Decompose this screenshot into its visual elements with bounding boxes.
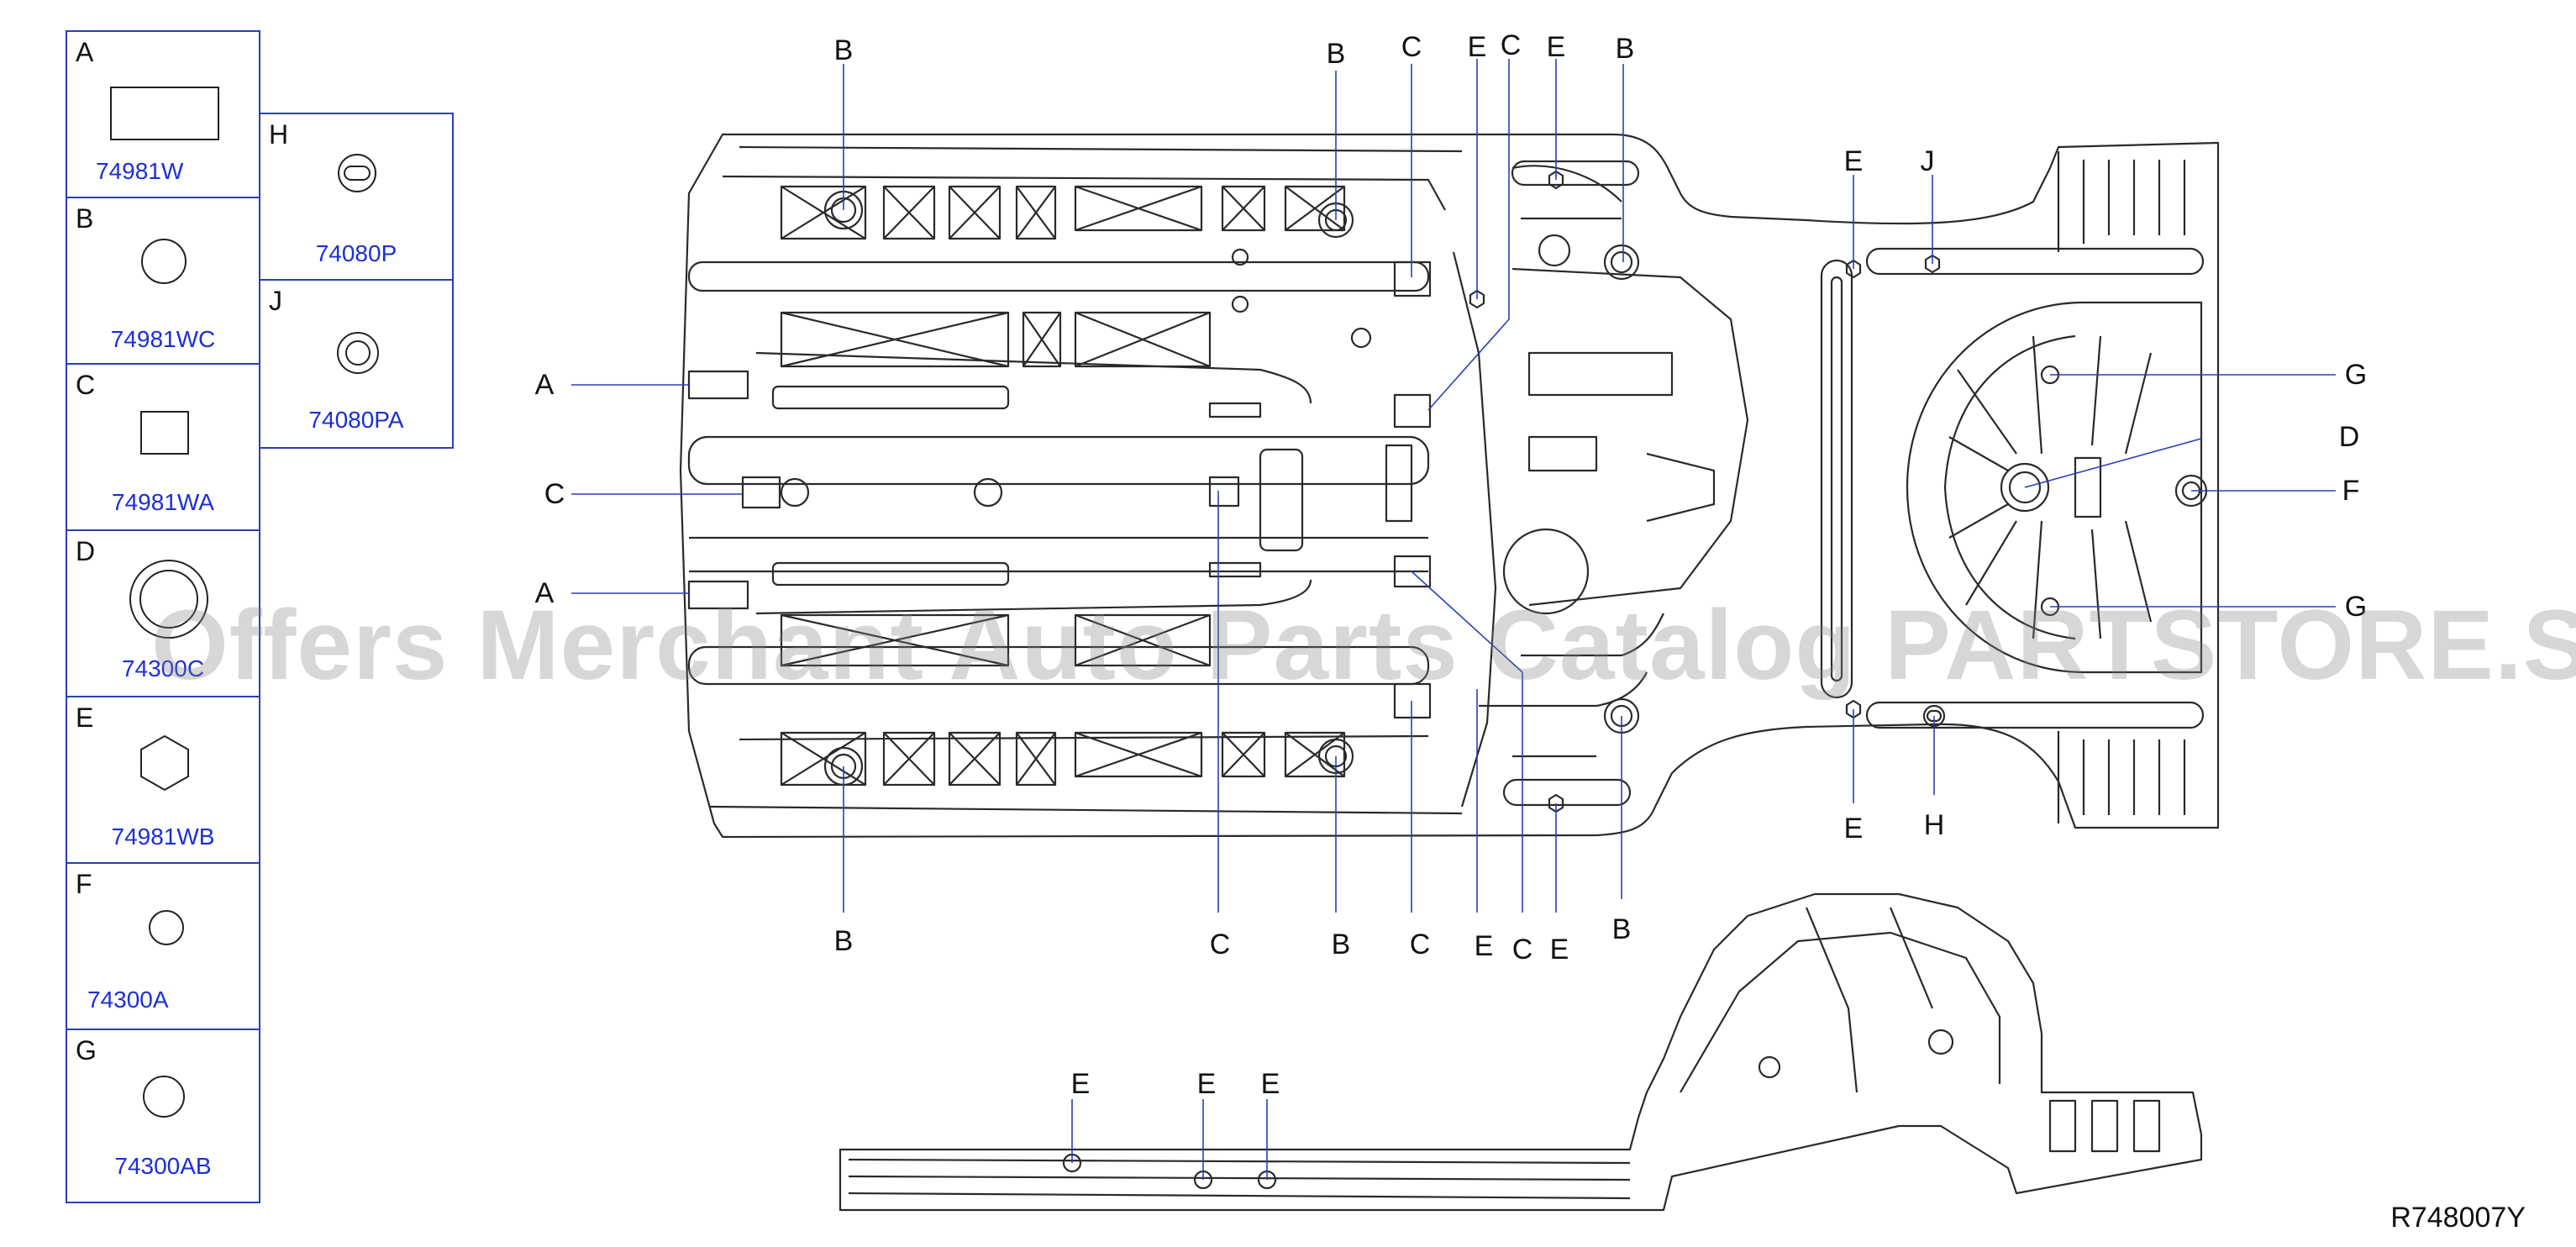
leader-lines: [571, 59, 2336, 1180]
legend-cell-f: F 74300A: [66, 862, 260, 1030]
circle-plug-icon: [141, 239, 187, 284]
callout-label: C: [1500, 29, 1522, 61]
legend-letter: C: [76, 370, 96, 400]
legend-part-number: 74981WC: [110, 326, 216, 352]
diagram-reference-code: R748007Y: [2390, 1202, 2526, 1234]
callout-label: B: [1326, 38, 1346, 70]
callout-label: H: [1923, 809, 1945, 841]
callout-label: E: [1474, 930, 1494, 962]
callout-label: C: [1209, 929, 1231, 960]
callout-label: A: [534, 577, 555, 609]
callout-label: E: [1843, 813, 1864, 844]
legend-letter: A: [76, 37, 94, 67]
double-circle-plug-icon: [129, 560, 208, 639]
legend-letter: F: [76, 869, 92, 899]
callout-label: C: [1401, 31, 1422, 63]
callout-label: G: [2344, 591, 2368, 623]
legend-part-number: 74300AB: [114, 1153, 212, 1179]
callout-label: E: [1549, 934, 1569, 966]
callout-label: C: [544, 478, 565, 510]
callout-label: E: [1467, 31, 1487, 63]
legend-cell-j: J 74080PA: [259, 279, 454, 449]
callout-label: B: [1615, 33, 1635, 65]
watermark: Offers Merchant Auto Parts Catalog PARTS…: [151, 590, 2576, 701]
oval-grommet-icon: [338, 154, 376, 192]
legend-part-number: 74080P: [315, 240, 397, 266]
callout-label: E: [1070, 1068, 1091, 1100]
callout-label: B: [1611, 913, 1632, 945]
legend-letter: B: [76, 203, 94, 234]
callout-label: B: [833, 925, 854, 957]
legend-part-number: 74080PA: [308, 407, 404, 433]
callout-label: J: [1920, 145, 1935, 177]
small-circle-plug-icon: [149, 910, 184, 945]
callout-label: E: [1546, 31, 1566, 63]
legend-letter: D: [76, 536, 96, 566]
callout-label: G: [2344, 359, 2368, 391]
callout-label: F: [2342, 475, 2360, 507]
callout-label: C: [1511, 934, 1533, 966]
legend-cell-a: A 74981W: [66, 30, 260, 198]
callout-label: B: [833, 34, 854, 66]
callout-label: C: [1409, 929, 1431, 960]
rectangle-plug-icon: [110, 87, 219, 140]
hexagon-plug-icon: [140, 734, 189, 792]
callout-label: E: [1196, 1068, 1217, 1100]
legend-letter: G: [76, 1035, 97, 1065]
legend-cell-e: E 74981WB: [66, 696, 260, 864]
legend-letter: E: [76, 702, 94, 733]
legend-part-number: 74981WA: [112, 489, 214, 515]
legend-part-number: 74981W: [96, 158, 184, 184]
legend-part-number: 74300C: [121, 655, 205, 681]
ring-grommet-icon: [337, 332, 379, 374]
legend-letter: H: [269, 119, 289, 150]
legend-cell-d: D 74300C: [66, 529, 260, 697]
legend-cell-h: H 74080P: [259, 113, 454, 281]
legend-cell-g: G 74300AB: [66, 1029, 260, 1203]
legend-letter: J: [269, 286, 282, 316]
callout-label: E: [1260, 1068, 1280, 1100]
floor-panel-outline: [679, 133, 2220, 1212]
square-plug-icon: [140, 411, 189, 455]
callout-label: A: [534, 369, 555, 401]
callout-label: D: [2338, 421, 2360, 453]
legend-part-number: 74300A: [87, 987, 169, 1013]
callout-label: B: [1331, 929, 1351, 960]
callout-label: E: [1843, 145, 1864, 177]
circle-plug-icon: [143, 1076, 185, 1118]
legend-part-number: 74981WB: [111, 823, 215, 850]
